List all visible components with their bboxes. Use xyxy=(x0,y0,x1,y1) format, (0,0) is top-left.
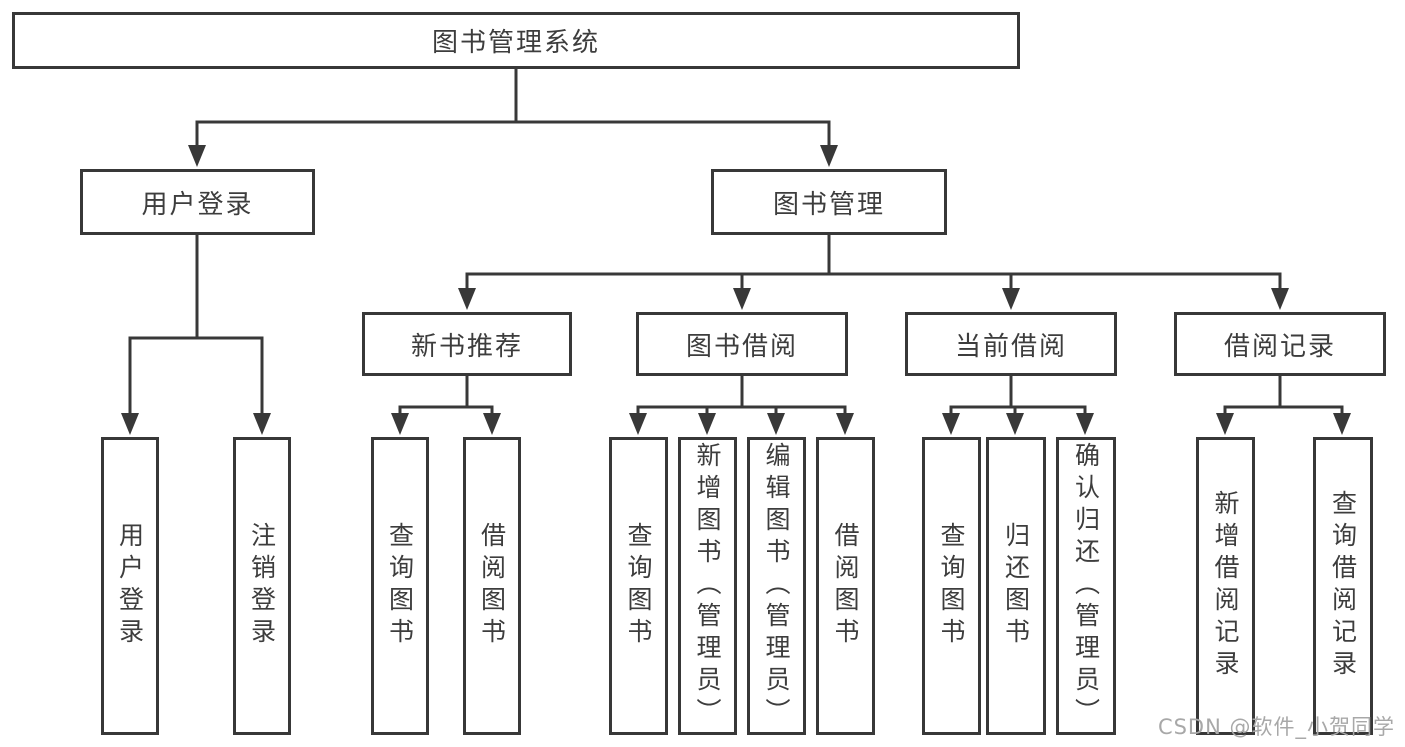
node-leaf-return-book: 归还图书 xyxy=(986,437,1046,735)
node-label: 查询图书 xyxy=(937,522,966,650)
node-leaf-query-books-borrowing: 查询图书 xyxy=(609,437,668,735)
node-leaf-logout: 注销登录 xyxy=(233,437,291,735)
node-label: 新增借阅记录 xyxy=(1211,490,1240,682)
node-leaf-user-login: 用户登录 xyxy=(101,437,159,735)
node-leaf-query-books-recommend: 查询图书 xyxy=(371,437,429,735)
node-label: 新增图书（管理员） xyxy=(693,442,722,730)
node-book-management: 图书管理 xyxy=(711,169,947,235)
node-label: 注销登录 xyxy=(247,522,277,650)
node-label: 编辑图书（管理员） xyxy=(762,442,791,730)
node-label: 确认归还（管理员） xyxy=(1071,442,1101,730)
node-label: 借阅图书 xyxy=(477,522,507,650)
node-label: 查询借阅记录 xyxy=(1328,490,1358,682)
node-leaf-confirm-return-admin: 确认归还（管理员） xyxy=(1056,437,1116,735)
node-label: 借阅记录 xyxy=(1223,331,1336,362)
node-new-book-recommend: 新书推荐 xyxy=(362,312,572,376)
csdn-watermark: CSDN @软件_小贺同学 xyxy=(1157,715,1395,739)
node-label: 用户登录 xyxy=(141,189,254,220)
node-library-system: 图书管理系统 xyxy=(12,12,1020,69)
node-leaf-query-borrow-record: 查询借阅记录 xyxy=(1313,437,1373,735)
node-leaf-add-book-admin: 新增图书（管理员） xyxy=(678,437,737,735)
node-label: 图书管理系统 xyxy=(431,28,600,58)
node-label: 查询图书 xyxy=(624,522,653,650)
node-label: 新书推荐 xyxy=(410,331,523,362)
node-leaf-add-borrow-record: 新增借阅记录 xyxy=(1196,437,1255,735)
node-label: 图书借阅 xyxy=(685,331,798,362)
node-label: 借阅图书 xyxy=(831,522,860,650)
node-leaf-borrow-books-recommend: 借阅图书 xyxy=(463,437,521,735)
node-label: 图书管理 xyxy=(772,189,885,220)
node-label: 查询图书 xyxy=(385,522,415,650)
arrowheads xyxy=(121,145,1351,435)
node-label: 当前借阅 xyxy=(954,331,1067,362)
node-book-borrowing: 图书借阅 xyxy=(636,312,848,376)
node-leaf-query-books-current: 查询图书 xyxy=(922,437,981,735)
node-current-borrowing: 当前借阅 xyxy=(905,312,1117,376)
node-label: 用户登录 xyxy=(115,522,145,650)
node-user-login: 用户登录 xyxy=(80,169,315,235)
node-borrowing-records: 借阅记录 xyxy=(1174,312,1386,376)
node-label: 归还图书 xyxy=(1001,522,1031,650)
node-leaf-edit-book-admin: 编辑图书（管理员） xyxy=(747,437,806,735)
node-leaf-borrow-books-borrowing: 借阅图书 xyxy=(816,437,875,735)
